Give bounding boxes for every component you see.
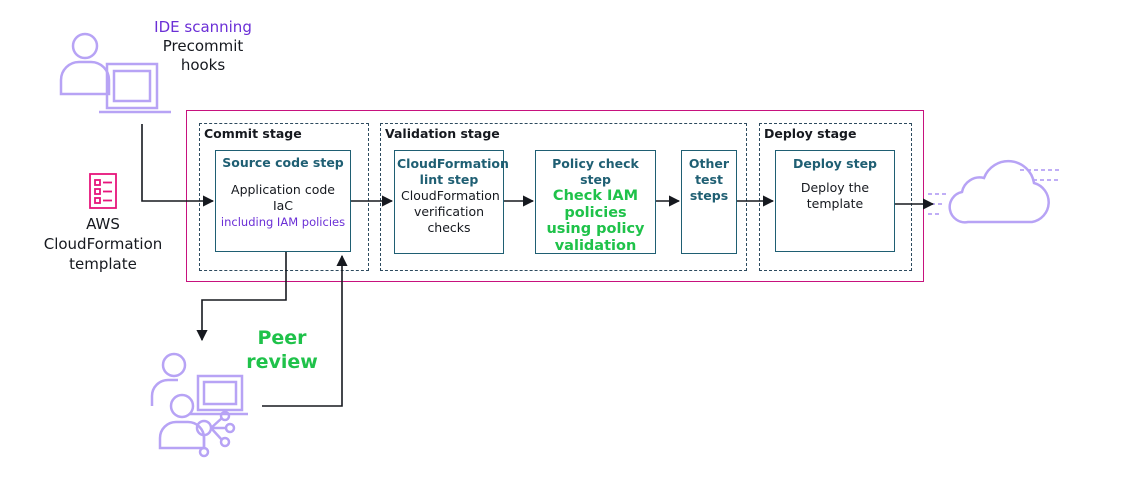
validation-stage-label: Validation stage [385, 126, 500, 141]
lint-step-body: CloudFormation verification checks [401, 188, 500, 235]
source-code-line2: IaC [272, 198, 294, 213]
lint-step-title: CloudFormation lint step [397, 156, 509, 187]
peer-review-label: Peer review [246, 327, 318, 373]
lint-step: CloudFormation lint step CloudFormation … [394, 150, 509, 254]
precommit-hooks-label: Precommit hooks [162, 37, 244, 74]
cloud-icon [928, 159, 1061, 224]
other-test-step-title: Other test steps [688, 156, 730, 203]
source-code-step-title: Source code step [222, 155, 344, 170]
source-code-line3: including IAM policies [220, 215, 346, 229]
commit-stage-label: Commit stage [204, 126, 302, 141]
ide-scanning-label: IDE scanning [154, 18, 252, 36]
policy-check-step-body: Check IAM policies using policy validati… [546, 188, 645, 254]
cloudformation-template-icon [89, 173, 117, 209]
source-code-line1: Application code [231, 182, 335, 197]
developer-laptop-icon [59, 32, 171, 114]
deploy-step: Deploy step Deploy the template [775, 150, 895, 252]
cloudformation-template-label: AWS CloudFormation template [43, 215, 163, 273]
policy-check-step-title: Policy check step [552, 156, 639, 187]
deploy-step-body: Deploy the template [800, 180, 870, 211]
deploy-step-title: Deploy step [792, 156, 877, 171]
deploy-stage [759, 123, 912, 271]
peer-review-people-icon [150, 352, 248, 458]
policy-check-step: Policy check step Check IAM policies usi… [535, 150, 656, 254]
deploy-stage-label: Deploy stage [764, 126, 857, 141]
source-code-step: Source code step Application code IaC in… [215, 150, 351, 252]
validation-stage [380, 123, 747, 271]
other-test-step: Other test steps [681, 150, 737, 254]
